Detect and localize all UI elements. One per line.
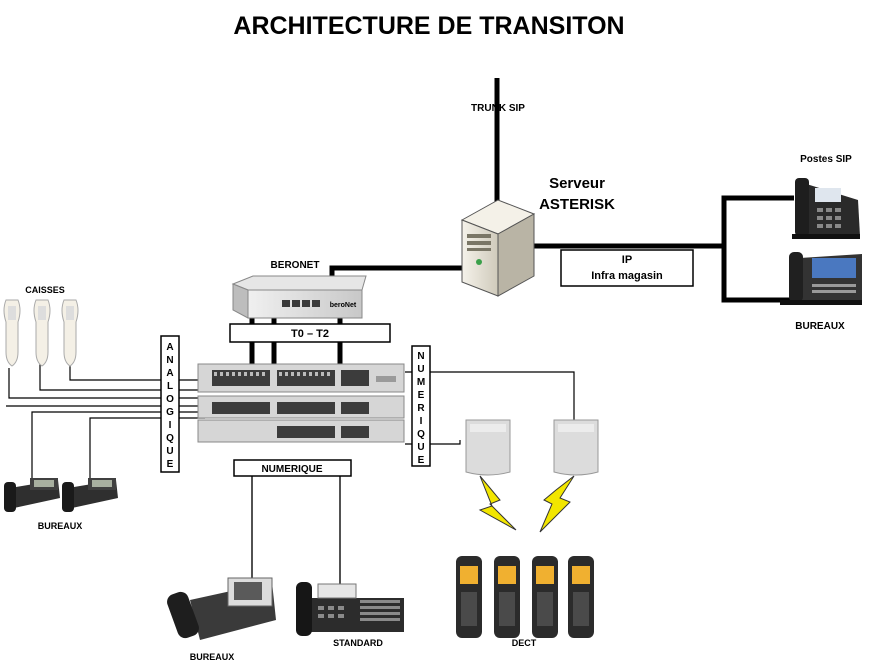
t0-t2-label: T0 – T2 [291,328,329,340]
analogique-letter: U [166,446,173,457]
beronet-brand: beroNet [330,302,357,309]
desk-phone-bureaux [167,577,276,640]
wireless-signal-icon [478,475,575,533]
analogique-letter: I [169,420,172,431]
sip-phone-top [792,178,860,239]
analogique-letter: G [166,407,174,418]
analogique-letter: A [166,368,173,379]
postes-sip-label: Postes SIP [800,154,852,165]
server-label-line1: Serveur [549,175,605,192]
analogique-box: A N A L O G I Q U E [160,335,180,473]
standard-phone [296,582,404,636]
dect-base-station [553,419,599,476]
beronet-gateway: beroNet [231,275,367,319]
bureaux-sip-label: BUREAUX [795,321,845,332]
numerique-horizontal-box: NUMERIQUE [233,459,352,477]
bureaux-left-label: BUREAUX [38,521,83,531]
standard-label: STANDARD [333,638,383,648]
pbx-chassis [197,363,405,443]
dect-base-station [465,419,511,476]
dect-label: DECT [512,638,537,648]
desk-phone-left [62,478,118,512]
desk-phone-left [4,478,60,512]
sip-phone-bottom [780,252,862,305]
bureaux-bottom-label: BUREAUX [190,652,235,662]
numerique-letter: M [417,377,425,388]
t0-t2-box: T0 – T2 [229,323,391,343]
ip-infra-box: IP Infra magasin [560,249,694,287]
numerique-letter: N [417,351,424,362]
numerique-letter: E [418,455,425,466]
analogique-letter: A [166,342,173,353]
dect-handset [456,556,482,638]
ip-label: IP [622,254,632,266]
caisses-label: CAISSES [25,285,65,295]
analogique-letter: Q [166,433,174,444]
analogique-letter: N [166,355,173,366]
numerique-letter: I [420,416,423,427]
numerique-box-label: NUMERIQUE [261,464,322,475]
numerique-letter: Q [417,429,425,440]
numerique-vertical-box: N U M E R I Q U E [411,345,431,467]
beronet-label: BERONET [271,260,320,271]
numerique-letter: U [417,364,424,375]
analogique-letter: O [166,394,174,405]
diagram-title: ARCHITECTURE DE TRANSITON [233,12,624,40]
analogique-letter: E [167,459,174,470]
analogique-letter: L [167,381,173,392]
infra-magasin-label: Infra magasin [591,270,663,282]
asterisk-server [460,199,536,297]
dect-handset [532,556,558,638]
numerique-letter: E [418,390,425,401]
dect-handset [494,556,520,638]
dect-handset [568,556,594,638]
caisse-phone [61,299,79,367]
server-label-line2: ASTERISK [539,196,615,213]
numerique-letter: R [417,403,425,414]
trunk-sip-label: TRUNK SIP [471,103,525,114]
numerique-letter: U [417,442,424,453]
caisse-phone [3,299,21,367]
caisse-phone [33,299,51,367]
